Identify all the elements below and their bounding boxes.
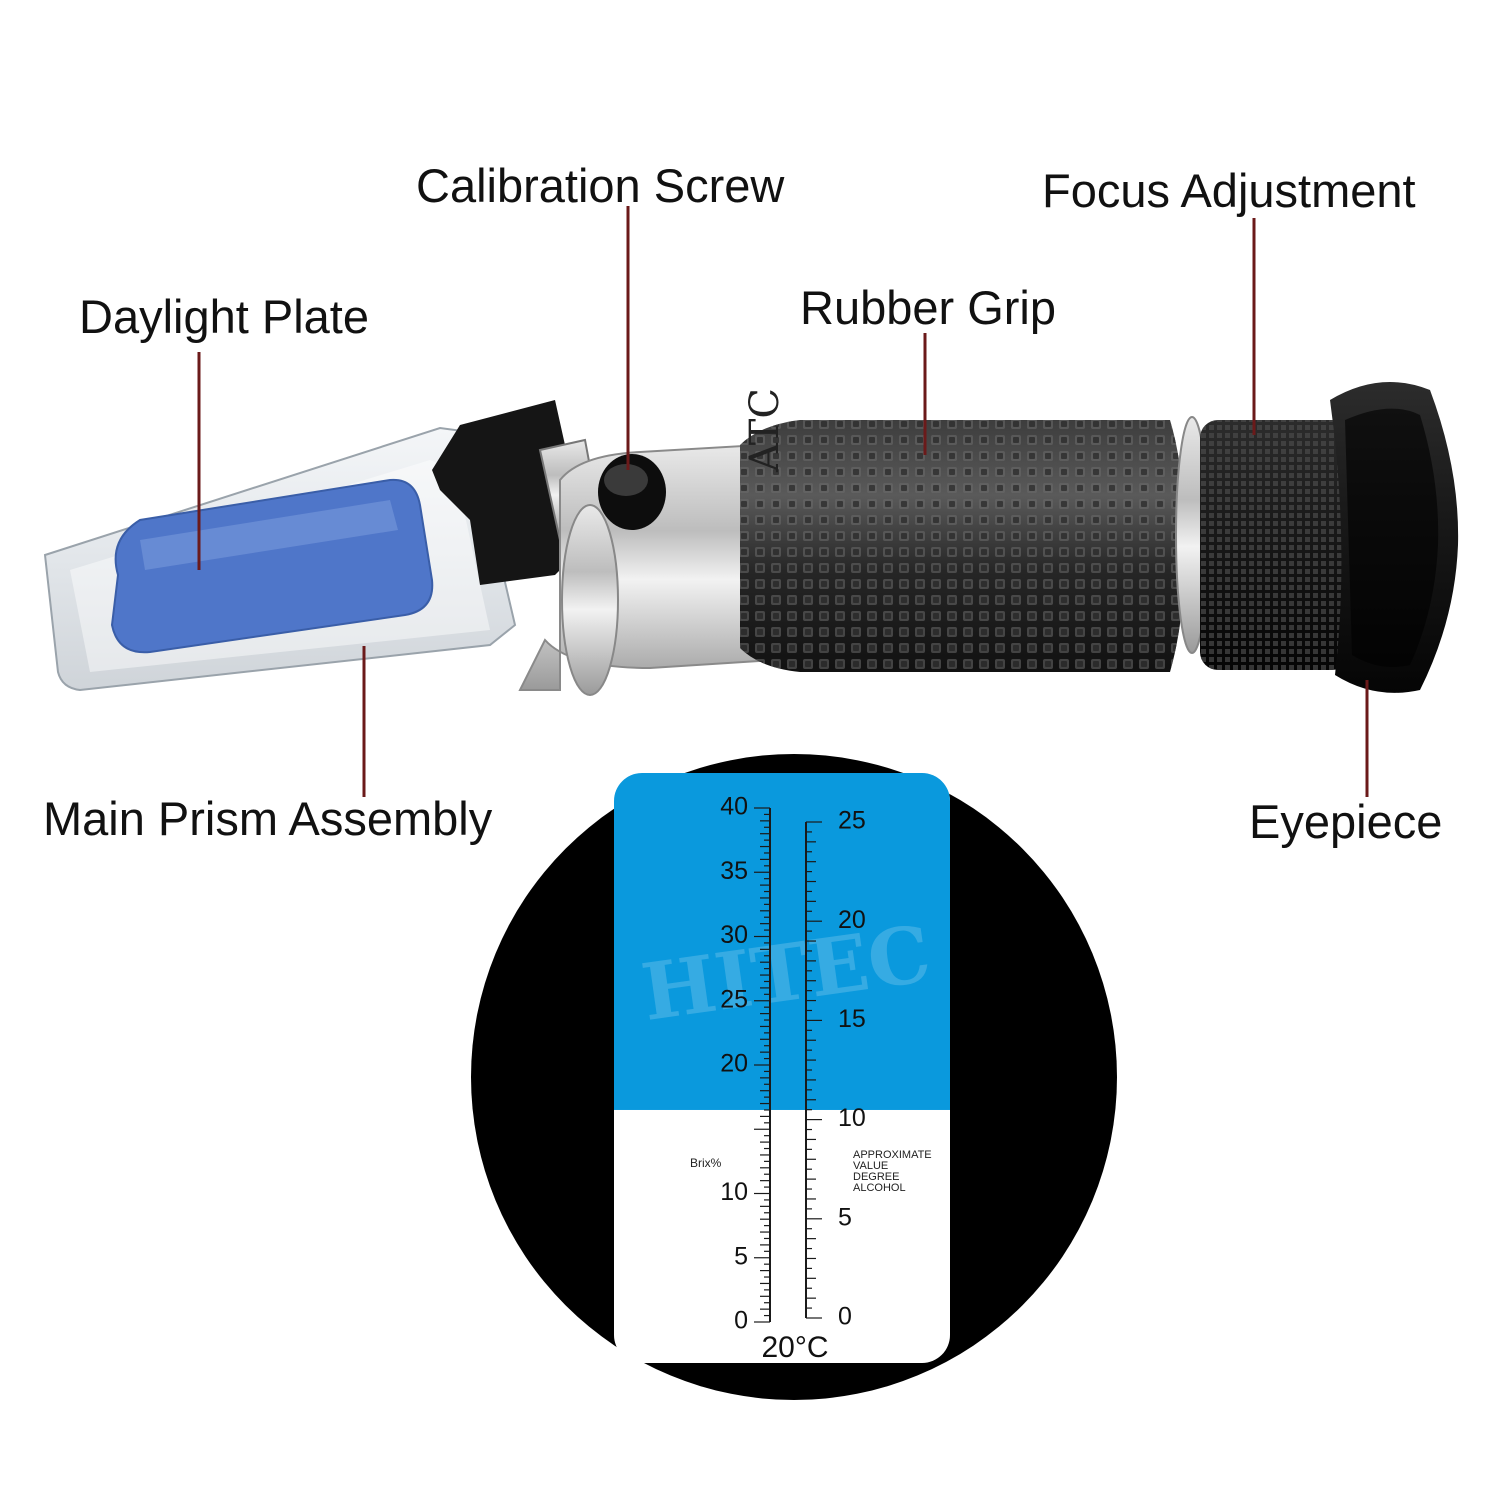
label-focus-adjustment: Focus Adjustment: [1042, 164, 1416, 217]
label-eyepiece: Eyepiece: [1249, 795, 1443, 848]
brix-tick-label: 10: [720, 1178, 748, 1206]
label-main-prism-assembly: Main Prism Assembly: [43, 792, 493, 845]
alcohol-tick-label: 5: [838, 1203, 852, 1231]
refractometer-device: [43, 382, 1459, 696]
calibration-screw: [598, 454, 666, 530]
label-daylight-plate: Daylight Plate: [79, 290, 369, 343]
alcohol-caption: APPROXIMATE VALUE DEGREE ALCOHOL: [853, 1150, 932, 1194]
body-marking-atc: ATC: [742, 388, 788, 472]
scale-ticks: 40 35 30 25 20 10 5 0 25 20 15 10 5 0: [720, 793, 866, 1335]
eyepiece: [1330, 382, 1459, 693]
alcohol-caption-line: APPROXIMATE: [853, 1149, 932, 1161]
brix-tick-label: 20: [720, 1050, 748, 1078]
scale-blue-region: [614, 773, 950, 1110]
brix-tick-label: 25: [720, 985, 748, 1013]
alcohol-tick-label: 0: [838, 1303, 852, 1331]
brix-tick-label: 5: [734, 1242, 748, 1270]
brix-tick-label: 0: [734, 1307, 748, 1335]
brix-unit-label: Brix%: [690, 1156, 722, 1170]
temperature-label: 20°C: [761, 1331, 828, 1364]
metal-body: [518, 443, 777, 696]
brix-tick-label: 35: [720, 857, 748, 885]
focus-adjustment-ring: [1200, 420, 1350, 670]
alcohol-caption-line: ALCOHOL: [853, 1182, 906, 1194]
alcohol-caption-line: VALUE: [853, 1160, 889, 1172]
alcohol-tick-label: 10: [838, 1104, 866, 1132]
label-rubber-grip: Rubber Grip: [800, 281, 1056, 334]
leader-lines: [197, 206, 1369, 797]
brix-tick-label: 30: [720, 921, 748, 949]
label-calibration-screw: Calibration Screw: [416, 159, 785, 212]
alcohol-tick-label: 20: [838, 906, 866, 934]
alcohol-tick-label: 25: [838, 807, 866, 835]
brix-tick-label: 40: [720, 793, 748, 821]
daylight-plate: [110, 478, 434, 654]
alcohol-tick-label: 15: [838, 1005, 866, 1033]
rubber-grip: [740, 420, 1185, 672]
alcohol-caption-line: DEGREE: [853, 1171, 900, 1183]
